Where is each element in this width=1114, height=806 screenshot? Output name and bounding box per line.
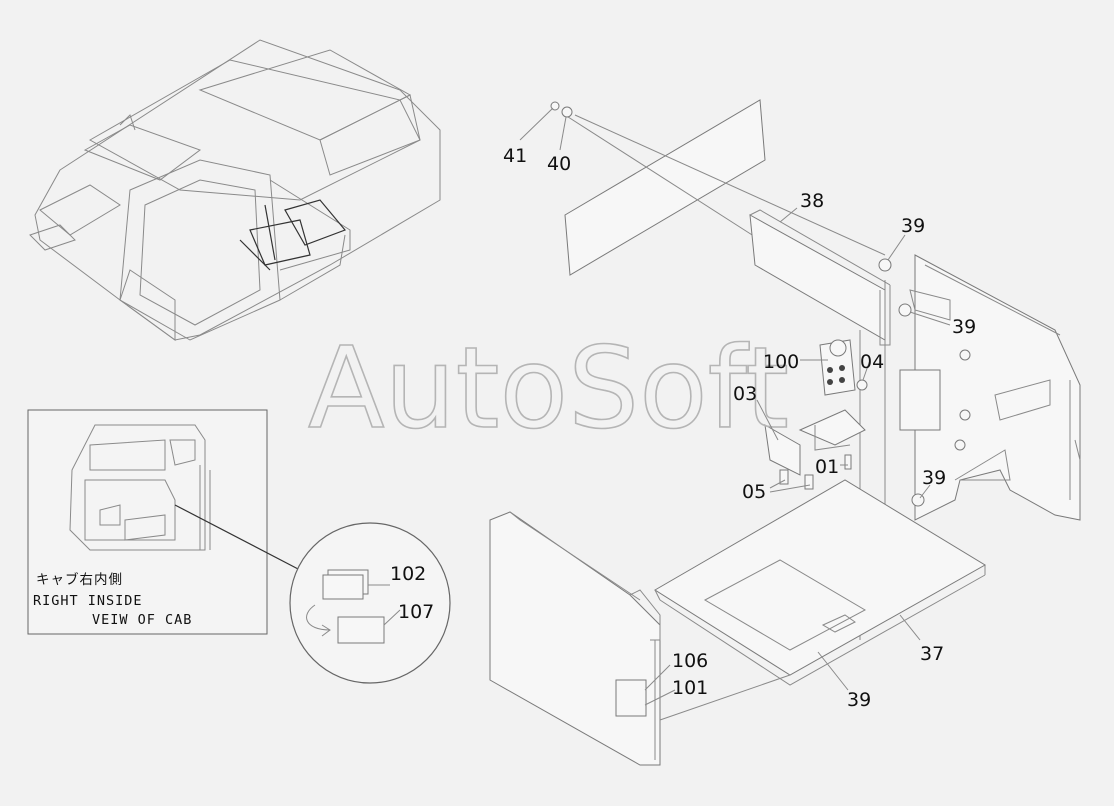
callout-39-right: 39 [952,316,976,338]
right-wall-panel [899,254,1081,521]
bracket-03 [764,409,866,490]
callout-39-bottom: 39 [847,689,871,711]
callout-01: 01 [815,456,839,478]
callout-37: 37 [920,643,944,665]
callout-04: 04 [860,351,884,373]
callout-39-top: 39 [901,215,925,237]
callout-39-mid: 39 [922,467,946,489]
inset-note-en-2: VEIW OF CAB [92,612,192,628]
callout-labels: 41 40 38 39 39 100 04 03 01 05 39 37 39 … [390,145,976,711]
component-100 [819,339,856,396]
excavator-overview [29,39,441,341]
callout-100: 100 [763,351,799,373]
front-left-panel [489,511,791,766]
inset-right-inside-view: キャブ右内側 RIGHT INSIDE VEIW OF CAB [27,409,301,635]
callout-03: 03 [733,383,757,405]
callout-40: 40 [547,153,571,175]
inset-note-jp: キャブ右内側 [36,571,123,588]
callout-05: 05 [742,481,766,503]
floor-panel-37 [654,449,1011,686]
watermark: AutoSoft [308,324,789,454]
inset-note-en-1: RIGHT INSIDE [33,593,143,609]
upper-plate [550,99,886,276]
callout-107: 107 [398,601,434,623]
callout-41: 41 [503,145,527,167]
callout-106: 106 [672,650,708,672]
callout-38: 38 [800,190,824,212]
callout-101: 101 [672,677,708,699]
leader-lines [519,107,951,706]
detail-circle [289,522,451,684]
callout-102: 102 [390,563,426,585]
